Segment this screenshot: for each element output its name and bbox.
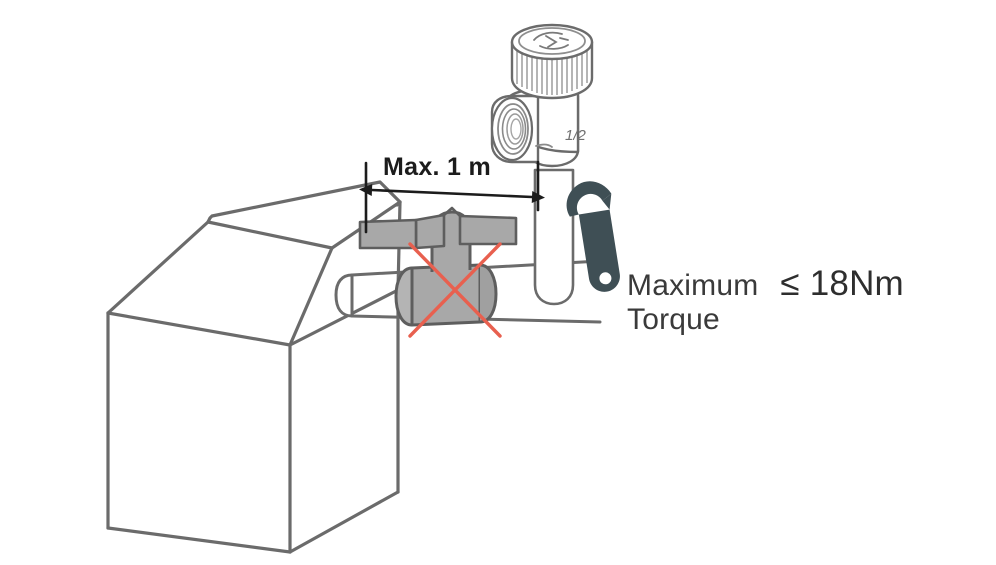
discharge-pipe [533, 168, 575, 306]
torque-value: ≤ 18Nm [780, 264, 904, 303]
safety-valve: 1/2 [490, 23, 594, 168]
appliance-box [106, 180, 402, 554]
tee-fitting [358, 206, 518, 327]
dimension-line [359, 160, 545, 234]
dimension-label: Max. 1 m [383, 153, 492, 181]
torque-line-secondary: Torque [627, 303, 720, 337]
torque-line-primary: Maximum ≤ 18Nm [627, 264, 904, 303]
torque-label-line1: Maximum [627, 269, 759, 302]
torque-label-line2: Torque [627, 303, 720, 337]
valve-size-marking: 1/2 [565, 127, 587, 144]
valve-inlet-port [490, 94, 540, 164]
prohibition-cross-icon [408, 242, 502, 338]
torque-callout: Maximum ≤ 18Nm Torque [627, 264, 904, 337]
valve-knurled-cap [510, 23, 594, 100]
wrench-icon [566, 181, 620, 292]
